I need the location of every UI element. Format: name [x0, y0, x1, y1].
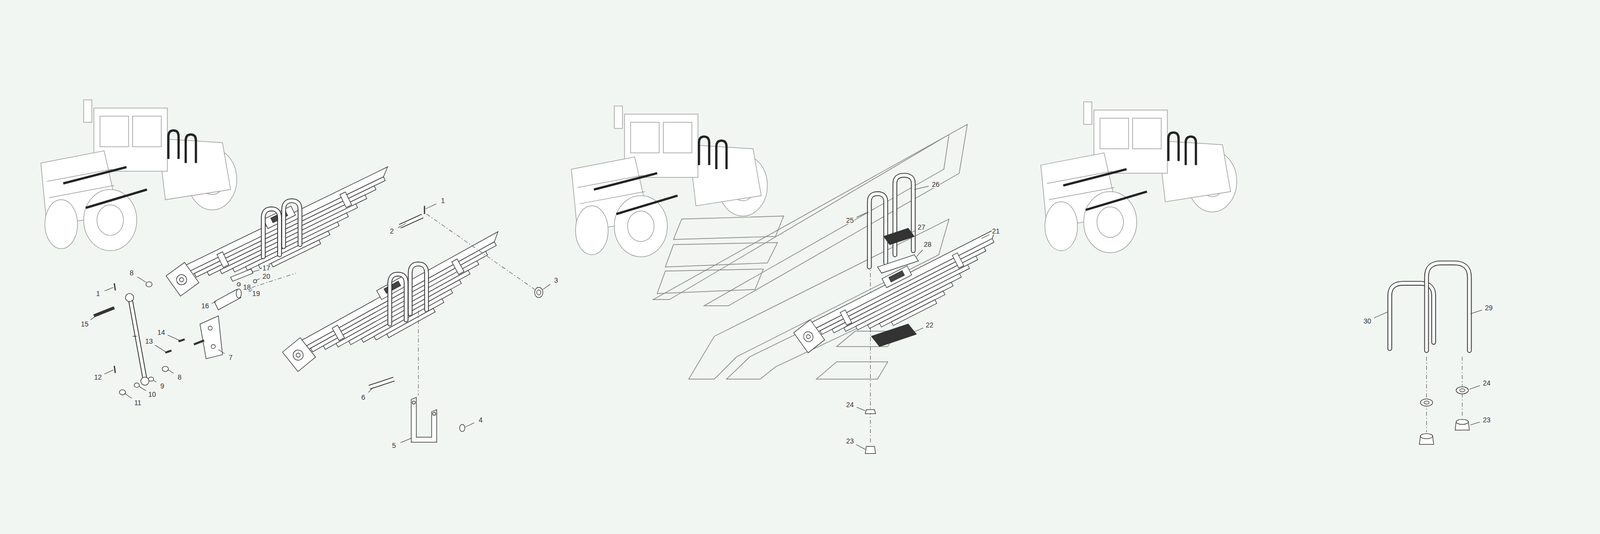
callout-number: 24 [1482, 379, 1492, 387]
leader-line [398, 223, 407, 228]
callout-number: 30 [1362, 317, 1372, 325]
callout-number: 2 [389, 227, 395, 235]
leader-line [238, 284, 241, 285]
callout-number: 11 [133, 399, 143, 407]
leader-line [104, 287, 114, 291]
leader-line [218, 349, 225, 355]
callout-number: 13 [144, 338, 154, 346]
callout-number: 8 [177, 374, 183, 381]
leader-line [251, 270, 260, 273]
leader-line [90, 315, 96, 320]
leader-line [1470, 310, 1483, 314]
callout-number: 7 [228, 354, 234, 362]
callout-number: 29 [1484, 304, 1494, 312]
leader-line [400, 438, 412, 443]
leader-line [981, 234, 990, 239]
callout-number: 27 [916, 223, 926, 231]
callout-number: 1 [440, 197, 446, 205]
callout-number: 23 [1482, 416, 1492, 424]
callout-number: 21 [991, 227, 1001, 235]
leader-line [914, 186, 929, 190]
callout-number: 15 [80, 320, 90, 328]
leader-line [153, 380, 157, 383]
callout-number: 14 [156, 329, 166, 337]
callout-number: 9 [159, 382, 165, 390]
leader-line [465, 423, 474, 428]
leader-line [916, 250, 923, 257]
callout-number: 4 [478, 416, 484, 424]
callout-number: 26 [931, 181, 941, 189]
callout-number: 12 [93, 374, 103, 381]
callout-number: 8 [129, 269, 135, 277]
leader-line [137, 277, 147, 283]
leader-line [167, 335, 180, 342]
leader-line [368, 387, 374, 393]
callout-number: 18 [242, 283, 252, 291]
callout-number: 24 [845, 401, 855, 409]
leader-line [1469, 385, 1481, 390]
leader-line [124, 393, 132, 399]
callout-number: 17 [261, 264, 271, 272]
leader-line [255, 279, 260, 281]
leader-line [856, 212, 869, 218]
leader-line [138, 386, 147, 391]
leader-line [1374, 312, 1388, 319]
leader-line [542, 284, 551, 290]
leader-line [104, 370, 114, 375]
leader-line [856, 407, 866, 411]
leader-line [425, 203, 437, 209]
leader-line [168, 370, 174, 374]
callout-number: 3 [553, 277, 559, 284]
callout-number: 23 [845, 438, 855, 445]
callout-number: 10 [147, 391, 157, 399]
leader-line [856, 444, 866, 450]
callout-number: 19 [251, 290, 261, 298]
leader-line [155, 345, 166, 352]
leader-line [1470, 422, 1480, 426]
callout-number: 25 [845, 217, 855, 224]
leader-line [211, 301, 217, 304]
callout-number: 22 [925, 321, 935, 329]
callout-number: 1 [95, 290, 101, 298]
callout-number: 16 [200, 302, 210, 310]
leader-line [913, 328, 924, 333]
leader-line [909, 230, 915, 234]
callout-number: 28 [923, 241, 933, 249]
callout-number: 6 [360, 394, 366, 402]
callout-number: 20 [261, 273, 271, 281]
callout-number: 5 [391, 442, 397, 450]
